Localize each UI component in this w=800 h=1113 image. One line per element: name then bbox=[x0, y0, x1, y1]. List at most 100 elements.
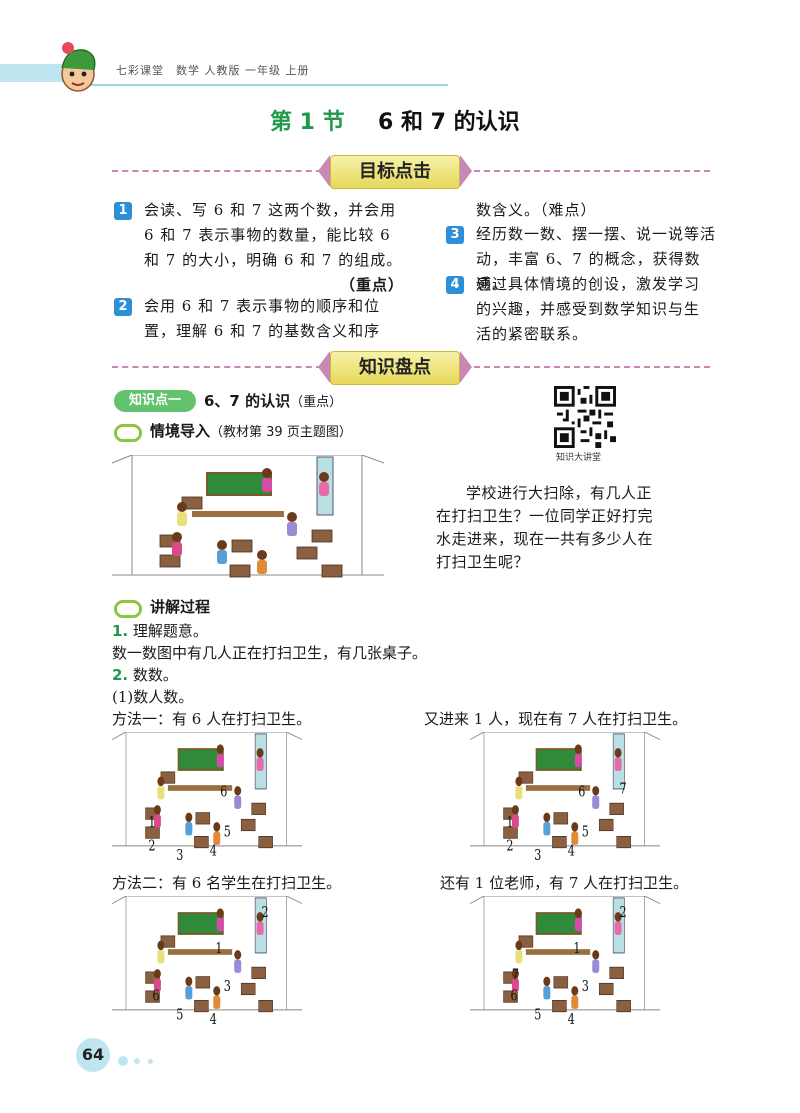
person-body bbox=[511, 978, 519, 992]
knowledge-point-tag: 知识点一 bbox=[114, 390, 196, 412]
person-head bbox=[153, 969, 161, 979]
student-desk bbox=[321, 564, 343, 578]
person-body bbox=[614, 757, 622, 771]
step-1: 1. 理解题意。 bbox=[112, 620, 208, 642]
student-desk bbox=[598, 818, 614, 832]
student-desk bbox=[195, 976, 211, 989]
step-1-text: 数一数图中有几人正在打扫卫生，有几张桌子。 bbox=[112, 644, 428, 662]
count-label: 5 bbox=[224, 824, 231, 841]
person-head bbox=[287, 512, 297, 522]
situation-note: （教材第 39 页主题图） bbox=[210, 425, 352, 440]
decor-dot bbox=[148, 1059, 153, 1064]
student-desk bbox=[240, 982, 256, 996]
decor-dot bbox=[118, 1056, 128, 1066]
wall-lines bbox=[112, 455, 384, 576]
student-desk bbox=[503, 826, 518, 839]
person-head bbox=[543, 812, 551, 823]
method-1-right: 又进来 1 人，现在有 7 人在打扫卫生。 bbox=[424, 710, 688, 728]
person-body bbox=[177, 512, 187, 526]
book-title: 七彩课堂 数学 人教版 一年级 上册 bbox=[116, 64, 310, 77]
person-body bbox=[172, 542, 182, 556]
person-head bbox=[217, 540, 227, 550]
count-label: 3 bbox=[224, 978, 231, 995]
person-head bbox=[614, 912, 622, 922]
person-head bbox=[262, 468, 272, 478]
student-desk bbox=[194, 836, 209, 849]
wall-lines bbox=[470, 732, 660, 847]
goal-text: 通过具体情境的创设，激发学习 的兴趣，并感受到数学知识与生 活的紧密联系。 bbox=[476, 272, 726, 347]
knowledge-point-title: 6、7 的认识（重点） bbox=[204, 390, 342, 411]
person-head bbox=[185, 976, 193, 987]
step-title: 数数。 bbox=[132, 666, 178, 684]
person-body bbox=[185, 986, 193, 1000]
person-body bbox=[216, 753, 224, 768]
person-head bbox=[216, 744, 224, 754]
method-2-left: 方法二：有 6 名学生在打扫卫生。 bbox=[112, 874, 342, 892]
count-label: 5 bbox=[582, 824, 589, 841]
goal-line: 6 和 7 表示事物的数量，能比较 6 bbox=[144, 226, 391, 244]
person-head bbox=[185, 812, 193, 823]
goal-line: 动，丰富 6、7 的概念，获得数感。 bbox=[476, 250, 701, 293]
student-desk bbox=[311, 529, 333, 543]
qr-code-icon[interactable] bbox=[554, 386, 616, 448]
count-label: 1 bbox=[573, 940, 580, 957]
count-label: 5 bbox=[176, 1007, 183, 1024]
person-body bbox=[592, 959, 600, 973]
person-body bbox=[262, 478, 272, 492]
step-number: 2. bbox=[112, 666, 129, 684]
page-number: 64 bbox=[76, 1038, 110, 1072]
pill-bullet-icon bbox=[114, 424, 142, 442]
student-desk bbox=[553, 812, 569, 825]
knowledge-point-note: （重点） bbox=[290, 395, 343, 410]
situation-title: 情境导入 bbox=[150, 422, 211, 440]
situation-heading: 情境导入（教材第 39 页主题图） bbox=[150, 420, 352, 441]
blackboard bbox=[535, 912, 582, 935]
person-head bbox=[213, 822, 221, 832]
student-desk bbox=[145, 990, 160, 1003]
person-head bbox=[257, 550, 267, 560]
person-body bbox=[185, 822, 193, 836]
qr-caption: 知识大讲堂 bbox=[556, 453, 602, 463]
blackboard bbox=[206, 472, 272, 496]
person-body bbox=[213, 995, 221, 1009]
student-desk bbox=[552, 1000, 567, 1013]
count-label: 7 bbox=[619, 781, 626, 798]
person-head bbox=[515, 776, 523, 787]
wall-lines bbox=[112, 896, 302, 1011]
banner-arrow-left bbox=[318, 155, 330, 187]
count-label: 2 bbox=[619, 904, 626, 921]
person-body bbox=[515, 786, 523, 800]
student-desk bbox=[553, 976, 569, 989]
blackboard bbox=[535, 748, 582, 771]
method-1-left: 方法一：有 6 人在打扫卫生。 bbox=[112, 710, 312, 728]
page-title: 6 和 7 的认识 bbox=[378, 110, 520, 135]
person-head bbox=[234, 950, 242, 960]
count-label: 4 bbox=[210, 843, 217, 860]
person-head bbox=[216, 908, 224, 918]
count-label: 4 bbox=[568, 1012, 575, 1026]
teacher-desk bbox=[167, 785, 233, 791]
student-desk bbox=[145, 826, 160, 839]
person-head bbox=[172, 532, 182, 542]
person-head bbox=[177, 502, 187, 512]
student-desk bbox=[194, 1000, 209, 1013]
goal-number: 4 bbox=[446, 276, 464, 294]
count-label: 7 bbox=[512, 967, 519, 984]
person-head bbox=[614, 748, 622, 758]
goal-number: 1 bbox=[114, 202, 132, 220]
person-body bbox=[234, 959, 242, 973]
wall-lines bbox=[112, 732, 302, 847]
goal-line: 通过具体情境的创设，激发学习 bbox=[476, 275, 701, 293]
student-desk bbox=[609, 966, 624, 979]
student-desk bbox=[503, 990, 518, 1003]
step-number: 1. bbox=[112, 622, 129, 640]
person-head bbox=[213, 986, 221, 996]
person-body bbox=[319, 482, 329, 496]
count-label: 4 bbox=[210, 1012, 217, 1026]
person-body bbox=[571, 995, 579, 1009]
header-rule bbox=[88, 84, 448, 86]
count-label: 3 bbox=[582, 978, 589, 995]
person-body bbox=[157, 950, 165, 964]
